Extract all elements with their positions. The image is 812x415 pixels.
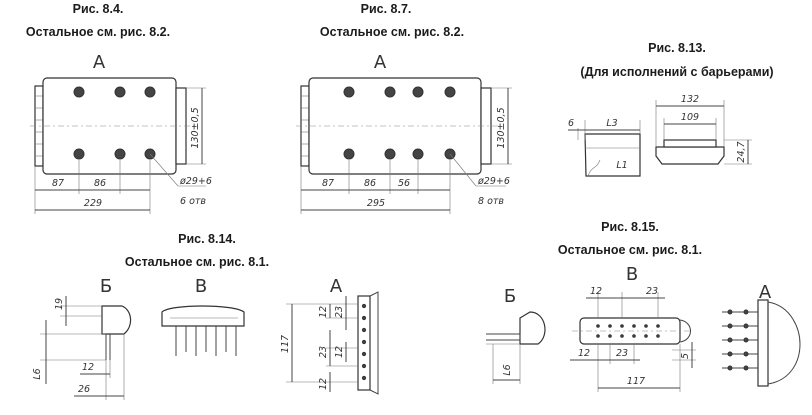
fig-8-4-subtitle: Остальное см. рис. 8.2. — [26, 25, 170, 39]
fig-8-7-dim-holes-note: 8 отв — [478, 196, 504, 207]
fig-8-7-dim-56: 56 — [398, 178, 410, 189]
fig-8-13-barrier-left — [584, 133, 641, 177]
fig-8-14-dim-117: 117 — [280, 335, 291, 353]
fig-8-14-dim-19: 19 — [54, 298, 65, 310]
fig-8-13-dim-132: 132 — [681, 94, 699, 105]
figure-8-4: Рис. 8.4. Остальное см. рис. 8.2. А 130±… — [26, 2, 212, 214]
figure-8-7: Рис. 8.7. Остальное см. рис. 8.2. А 130±… — [296, 2, 512, 214]
fig-8-13-dim-6: 6 — [568, 118, 574, 129]
fig-8-15-dim-l6: L6 — [502, 364, 513, 375]
fig-8-14-view-a: 117 12 23 23 12 12 — [280, 291, 379, 395]
fig-8-4-dim-87: 87 — [52, 178, 64, 189]
fig-8-14-dim-23-mid: 23 — [318, 346, 329, 358]
fig-8-13-subtitle: (Для исполнений с барьерами) — [580, 65, 773, 79]
fig-8-7-mounting-holes — [343, 86, 456, 160]
fig-8-15-title: Рис. 8.15. — [601, 220, 659, 234]
fig-8-14-view-v-label: В — [195, 276, 207, 297]
fig-8-14-dim-26: 26 — [78, 384, 90, 395]
fig-8-15-dim-12-bottom: 12 — [578, 348, 590, 359]
fig-8-7-dim-height: 130±0,5 — [496, 107, 507, 148]
fig-8-15-view-v: 12 23 12 23 117 5 — [570, 286, 696, 392]
fig-8-15-subtitle: Остальное см. рис. 8.1. — [558, 243, 702, 257]
fig-8-7-subtitle: Остальное см. рис. 8.2. — [320, 25, 464, 39]
fig-8-4-dim-total: 229 — [84, 198, 102, 209]
fig-8-7-dim-87: 87 — [322, 178, 334, 189]
fig-8-15-dim-117: 117 — [627, 376, 645, 387]
fig-8-13-dim-l3: L3 — [606, 118, 617, 129]
figure-8-15: Рис. 8.15. Остальное см. рис. 8.1. Б В А… — [486, 220, 801, 392]
fig-8-14-view-b-label: Б — [100, 276, 112, 297]
fig-8-4-view-label: А — [93, 52, 106, 73]
fig-8-4-dim-height: 130±0,5 — [190, 107, 201, 148]
fig-8-14-dim-23-top: 23 — [334, 306, 345, 318]
fig-8-7-title: Рис. 8.7. — [361, 2, 412, 16]
fig-8-13-title: Рис. 8.13. — [648, 41, 706, 55]
fig-8-4-dim-86: 86 — [94, 178, 106, 189]
fig-8-7-view-label: А — [374, 52, 387, 73]
fig-8-15-view-a — [722, 299, 801, 387]
fig-8-14-subtitle: Остальное см. рис. 8.1. — [125, 255, 269, 269]
fig-8-14-dim-12-top: 12 — [318, 306, 329, 318]
fig-8-15-view-b-label: Б — [504, 286, 516, 307]
fig-8-15-view-v-label: В — [626, 264, 638, 285]
fig-8-13-barrier-top — [663, 139, 717, 148]
fig-8-7-dim-86: 86 — [364, 178, 376, 189]
fig-8-7-dim-hole: ø29+6 — [477, 176, 510, 187]
fig-8-15-dim-23-bottom: 23 — [616, 348, 628, 359]
fig-8-14-dim-12: 12 — [82, 362, 94, 373]
fig-8-14-view-b: 19 L6 12 26 — [32, 296, 132, 400]
fig-8-7-dim-total: 295 — [367, 198, 385, 209]
fig-8-15-dim-12-top: 12 — [590, 286, 602, 297]
fig-8-13-dim-109: 109 — [681, 112, 699, 123]
fig-8-13-dim-24-7: 24,7 — [736, 141, 747, 162]
fig-8-15-dim-5: 5 — [680, 353, 691, 359]
figure-8-14: Рис. 8.14. Остальное см. рис. 8.1. Б В А… — [32, 232, 379, 400]
fig-8-14-dim-l6: L6 — [32, 368, 43, 379]
fig-8-14-title: Рис. 8.14. — [178, 232, 236, 246]
fig-8-13-barrier-right — [655, 146, 725, 165]
fig-8-15-view-b: L6 — [486, 311, 546, 384]
fig-8-14-dim-12-bottom: 12 — [318, 378, 329, 390]
fig-8-15-dim-23-top: 23 — [646, 286, 658, 297]
fig-8-15-view-a-label: А — [759, 282, 772, 303]
fig-8-4-title: Рис. 8.4. — [73, 2, 124, 16]
fig-8-14-dim-12-mid: 12 — [334, 346, 345, 358]
fig-8-13-dim-l1: L1 — [616, 160, 627, 171]
fig-8-4-dim-hole: ø29+6 — [179, 176, 212, 187]
fig-8-14-view-a-label: А — [330, 276, 343, 297]
fig-8-4-dim-holes-note: 6 отв — [180, 196, 206, 207]
fig-8-14-view-v — [161, 305, 245, 356]
figure-8-13: Рис. 8.13. (Для исполнений с барьерами) … — [568, 41, 774, 177]
